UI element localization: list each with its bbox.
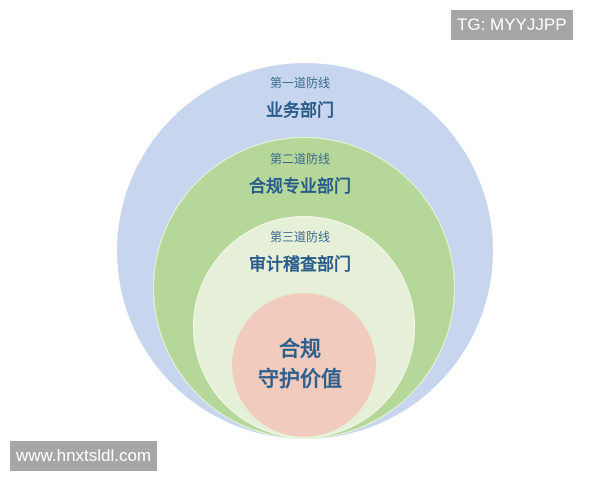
core-label-line2: 守护价值 [258,367,342,391]
core-label-line1: 合规 [279,337,321,361]
layer-3-line-label: 第三道防线 [269,230,330,244]
layer-1-department-label: 业务部门 [266,101,334,121]
core-circle [232,293,376,437]
layer-3-department-label: 审计稽查部门 [249,255,351,275]
layer-2-line-label: 第二道防线 [269,152,330,166]
watermark-top-right: TG: MYYJJPP [451,10,573,40]
watermark-bottom-left: www.hnxtsldl.com [10,441,158,471]
layer-2-department-label: 合规专业部门 [249,177,351,197]
layer-1-line-label: 第一道防线 [269,76,330,90]
